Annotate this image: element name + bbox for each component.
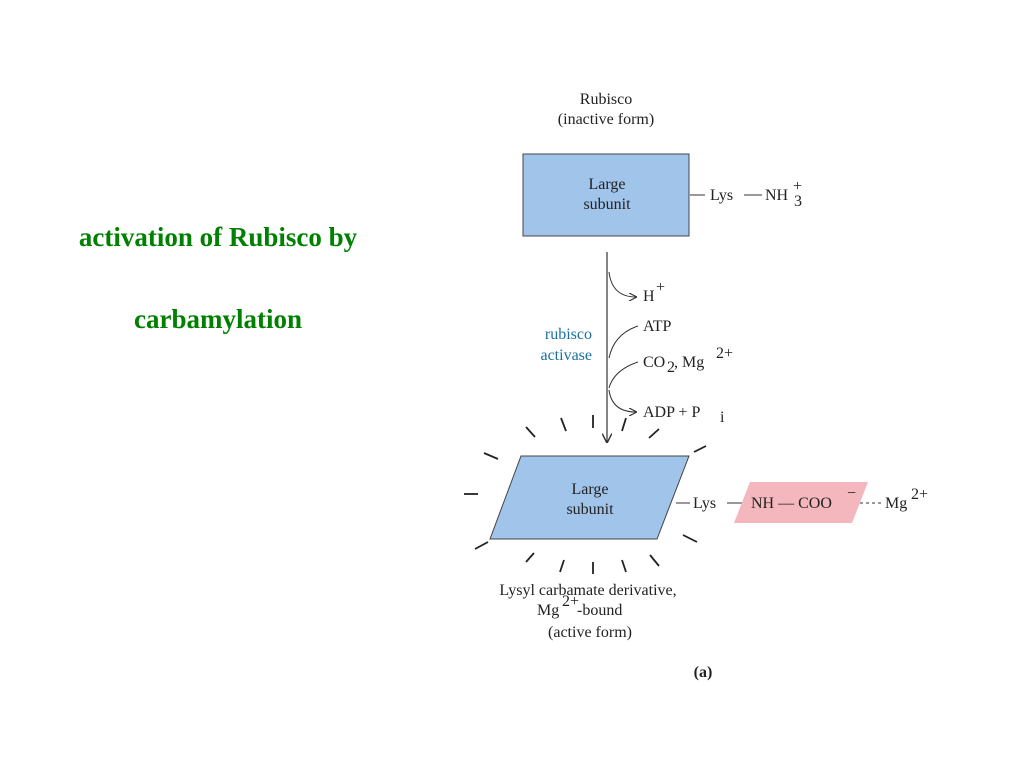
inactive-subunit-label-2: subunit: [583, 196, 631, 213]
mg-superscript: 2+: [716, 345, 733, 362]
active-label-bound: -bound: [577, 602, 622, 619]
lys-label-active: Lys: [693, 495, 716, 512]
lys-label-inactive: Lys: [710, 187, 733, 204]
atp-label: ATP: [643, 318, 672, 335]
inactive-large-subunit-box: [522, 153, 690, 237]
inactive-label-line-2: (inactive form): [558, 111, 654, 128]
slide-title-line-2: carbamylation: [134, 304, 302, 334]
h-release-arrow: [608, 271, 636, 297]
co2-input-curve: [608, 361, 639, 389]
mg-label: Mg: [885, 495, 907, 512]
adp-label: ADP + P: [643, 404, 700, 421]
panel-label: (a): [694, 664, 713, 681]
nh3-superscript: +: [793, 178, 802, 195]
inactive-label-line-1: Rubisco: [580, 91, 632, 108]
inactive-subunit-label-1: Large: [588, 176, 625, 193]
h-label: H: [643, 288, 655, 305]
active-label-mg: Mg: [537, 602, 559, 619]
enzyme-label-line-2: activase: [540, 347, 592, 364]
atp-input-curve: [608, 325, 639, 359]
carbamate-label: NH — COO: [751, 495, 832, 512]
active-label-superscript: 2+: [562, 593, 579, 610]
active-large-subunit-box: [489, 455, 690, 540]
active-subunit-label-2: subunit: [566, 501, 614, 518]
mg-bound-superscript: 2+: [911, 486, 928, 503]
carbamate-highlight: [734, 482, 868, 523]
co2-mg-label: , Mg: [674, 354, 704, 371]
co2-subscript: 2: [667, 359, 675, 376]
active-label-line-3: (active form): [548, 624, 632, 641]
slide-title-line-1: activation of Rubisco by: [78, 222, 358, 252]
adp-release-arrow: [608, 389, 636, 412]
carbamate-superscript: −: [847, 485, 856, 502]
active-label-line-1: Lysyl carbamate derivative,: [499, 582, 676, 599]
nh3-subscript: 3: [794, 193, 802, 210]
co2-label: CO: [643, 354, 665, 371]
active-subunit-label-1: Large: [571, 481, 608, 498]
enzyme-label-line-1: rubisco: [545, 326, 592, 343]
h-superscript: +: [656, 279, 665, 296]
pi-subscript: i: [720, 409, 725, 426]
nh3-label: NH: [765, 187, 789, 204]
activation-burst-lines: [464, 415, 707, 574]
